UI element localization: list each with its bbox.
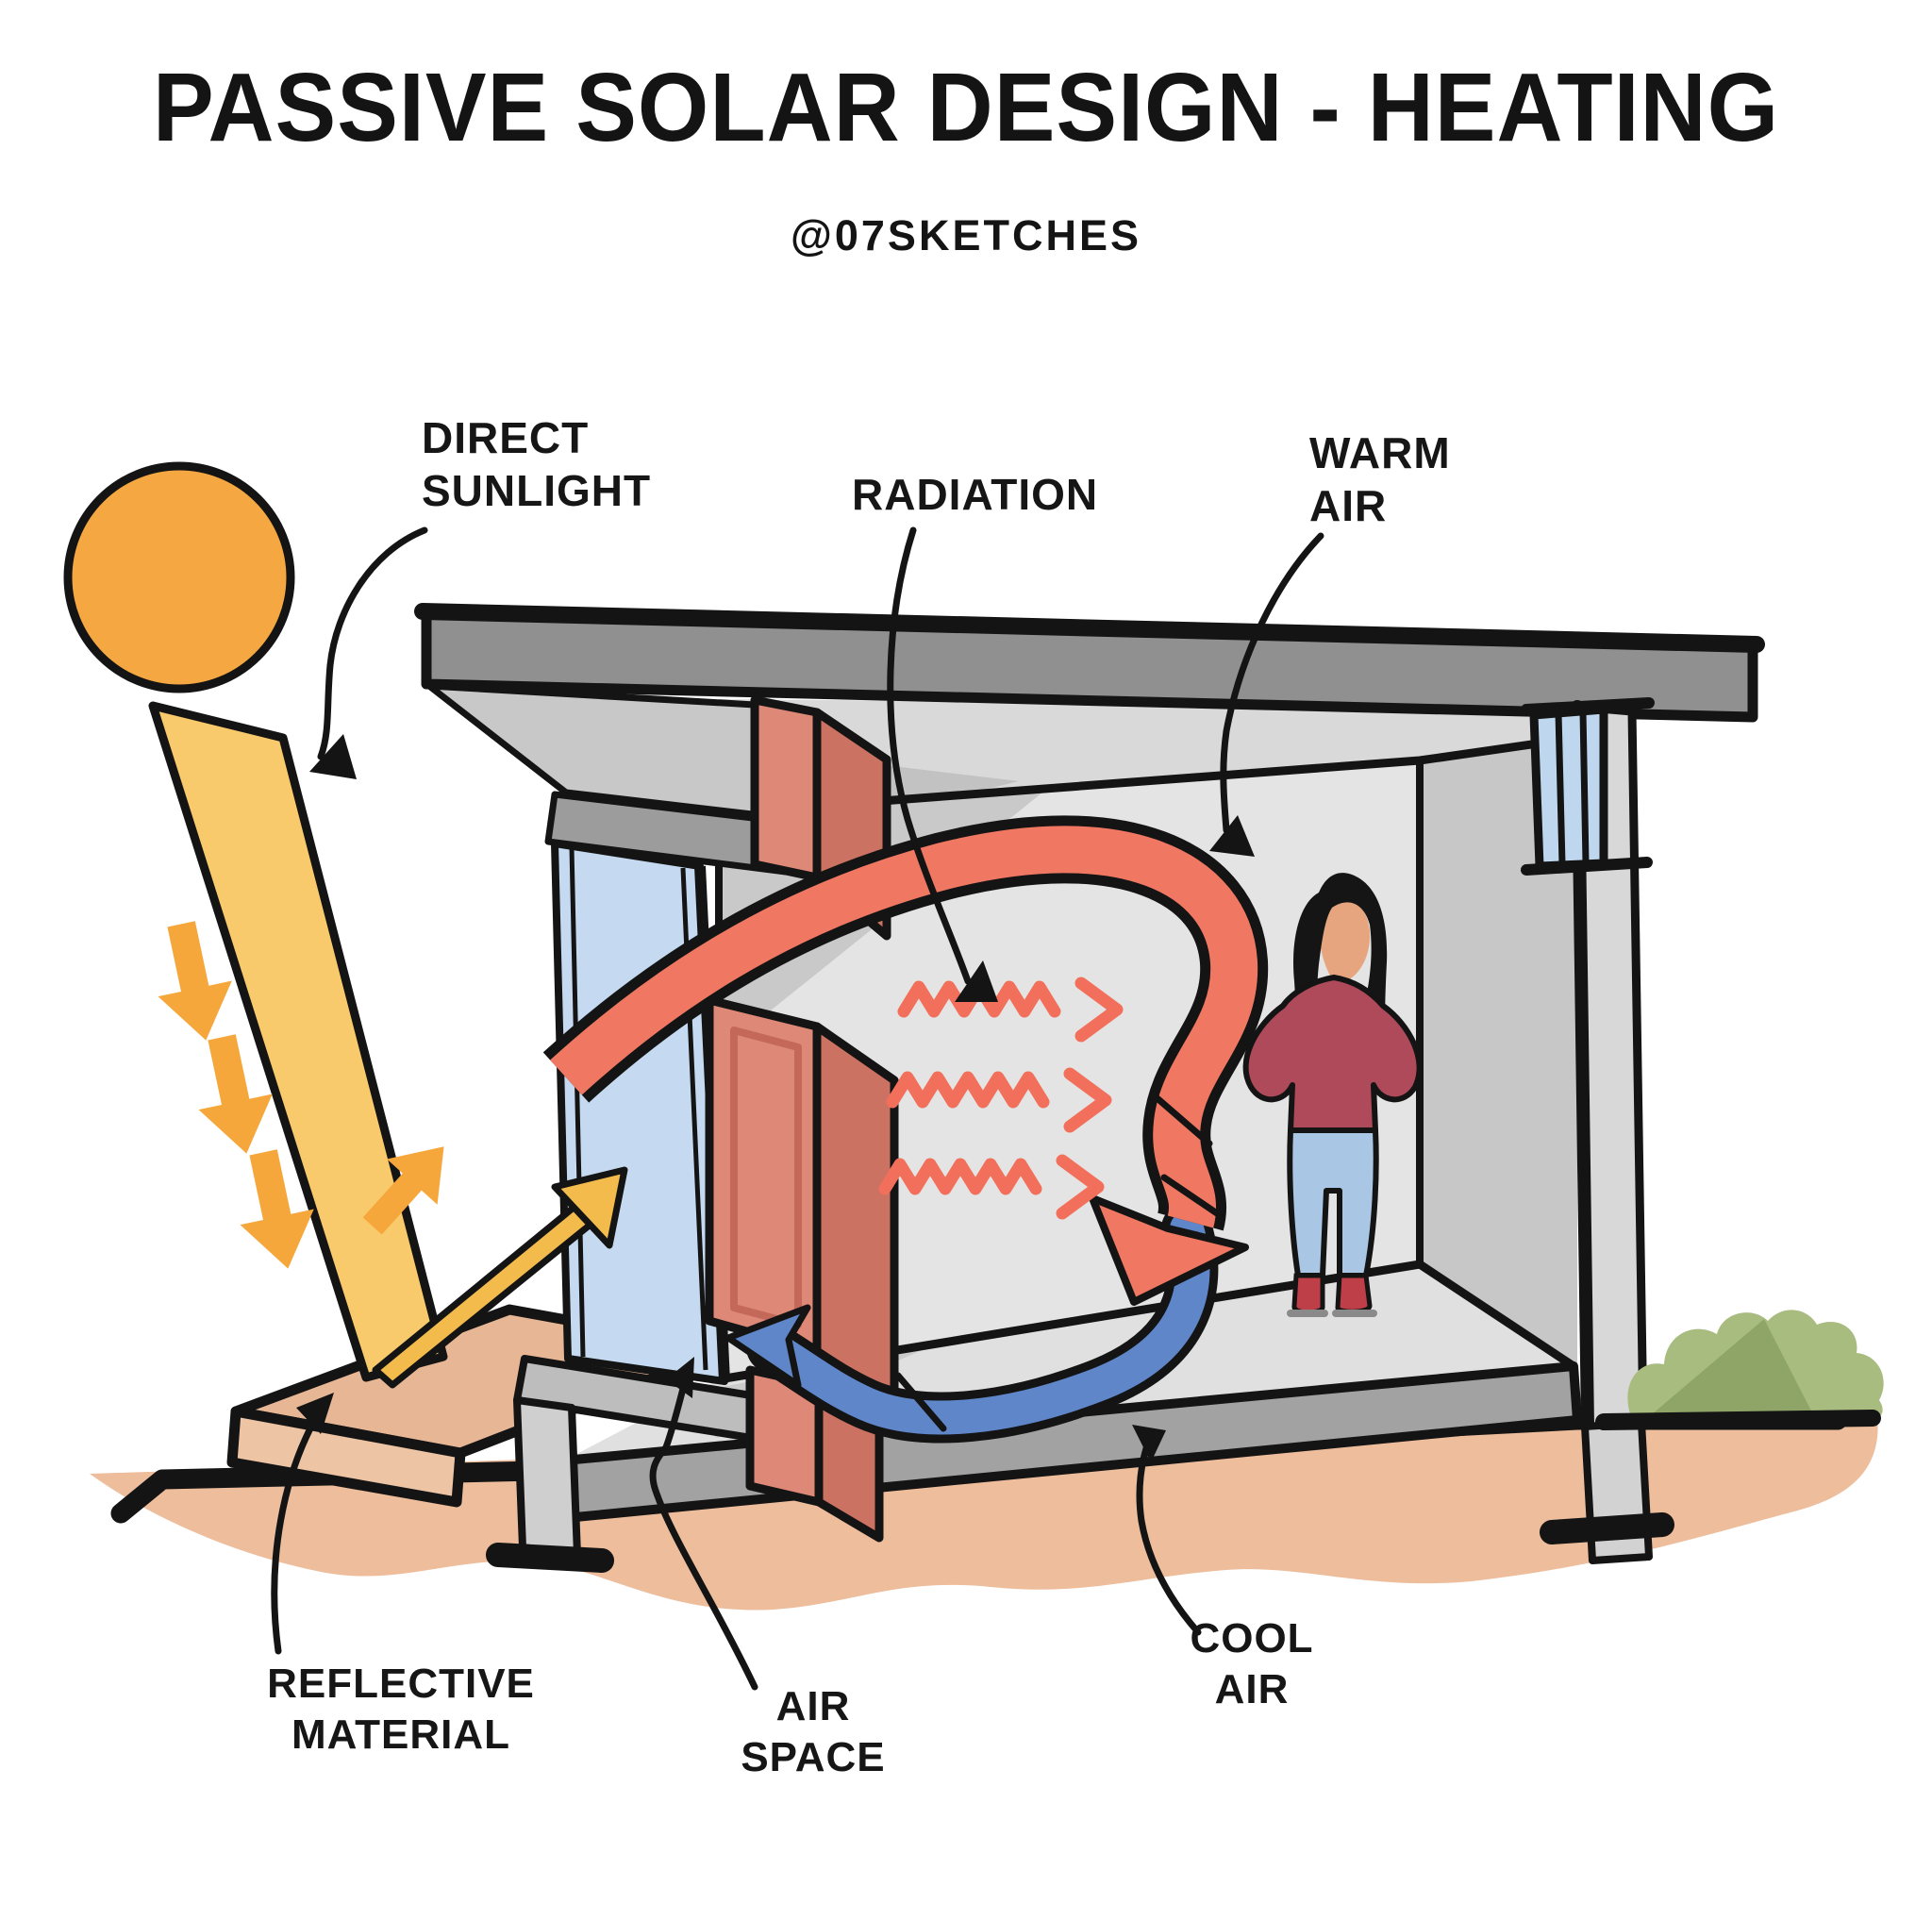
- person-shoe-left: [1291, 1273, 1325, 1315]
- leader-warm-air-arrowhead: [1209, 815, 1255, 857]
- person-jeans: [1287, 1127, 1379, 1278]
- page-title: PASSIVE SOLAR DESIGN - HEATING: [152, 52, 1780, 162]
- right-footing: [1540, 1419, 1674, 1564]
- down-arrow-icon-2: [198, 1034, 273, 1154]
- sunlight-arrows: [158, 921, 444, 1269]
- warm-air-arrowhead: [1089, 1194, 1249, 1306]
- north-window-mullion-1: [1555, 712, 1566, 865]
- label-air-space: AIR SPACE: [741, 1683, 886, 1780]
- left-footing: [486, 1396, 614, 1573]
- radiation-wave-3: [878, 1158, 1042, 1195]
- credit-handle: @07SKETCHES: [791, 211, 1141, 259]
- leader-warm-air: [1220, 532, 1324, 834]
- leader-direct-sunlight: [317, 526, 428, 760]
- roof-top-line: [414, 603, 1765, 653]
- down-arrow-icon-3: [240, 1149, 314, 1269]
- radiation-chevron-3: [1056, 1154, 1105, 1220]
- leader-direct-sunlight-arrowhead: [309, 734, 357, 779]
- leader-cool-air: [1136, 1436, 1202, 1636]
- trombe-main-side: [812, 1022, 899, 1411]
- reflected-ray-arrow: [372, 1166, 628, 1389]
- radiation-chevron-1: [1074, 977, 1124, 1043]
- leader-radiation: [887, 526, 972, 985]
- leader-air-space-arrowhead: [666, 1357, 694, 1398]
- cool-air-arrowhead: [724, 1304, 811, 1389]
- north-window-mullion-2: [1579, 710, 1590, 864]
- sunbeam: [148, 701, 448, 1382]
- radiation-wave-2: [886, 1071, 1050, 1109]
- reflect-up-arrow-icon: [362, 1146, 444, 1235]
- sun-icon: [63, 461, 295, 693]
- north-window-head: [1521, 697, 1655, 715]
- cool-air-ribbon: [724, 1203, 1219, 1444]
- person-shoe-right: [1335, 1273, 1373, 1314]
- leader-reflective-material-arrowhead: [296, 1393, 334, 1434]
- label-radiation: RADIATION: [852, 470, 1099, 519]
- bush-shadow: [1645, 1319, 1816, 1420]
- leader-lines: [271, 526, 1324, 1691]
- down-arrow-icon-1: [158, 921, 232, 1041]
- south-window-frame-left: [569, 846, 586, 1358]
- leader-cool-air-arrowhead: [1132, 1425, 1166, 1462]
- person: [1242, 873, 1423, 1317]
- person-face: [1319, 892, 1371, 985]
- label-cool-air: COOL AIR: [1190, 1615, 1314, 1712]
- radiation-waves: [878, 977, 1124, 1220]
- north-window-sill: [1521, 857, 1653, 876]
- label-reflective-material: REFLECTIVE MATERIAL: [267, 1661, 535, 1758]
- trombe-upper-front: [750, 695, 822, 882]
- leader-radiation-arrowhead: [955, 960, 998, 1002]
- label-direct-sunlight: DIRECT SUNLIGHT: [422, 413, 652, 516]
- leader-reflective-material: [271, 1406, 325, 1655]
- radiation-chevron-2: [1063, 1067, 1112, 1133]
- north-window-glass: [1529, 705, 1608, 871]
- bush: [1595, 1310, 1884, 1430]
- label-warm-air: WARM AIR: [1309, 428, 1451, 531]
- north-window: [1521, 697, 1655, 876]
- leader-air-space: [649, 1370, 758, 1691]
- ground-line-bush: [1595, 1410, 1881, 1430]
- warm-air-ribbon: [542, 815, 1269, 1306]
- right-wall-inner: [1420, 738, 1577, 1417]
- platform-front: [226, 1406, 466, 1508]
- south-window: [551, 840, 730, 1385]
